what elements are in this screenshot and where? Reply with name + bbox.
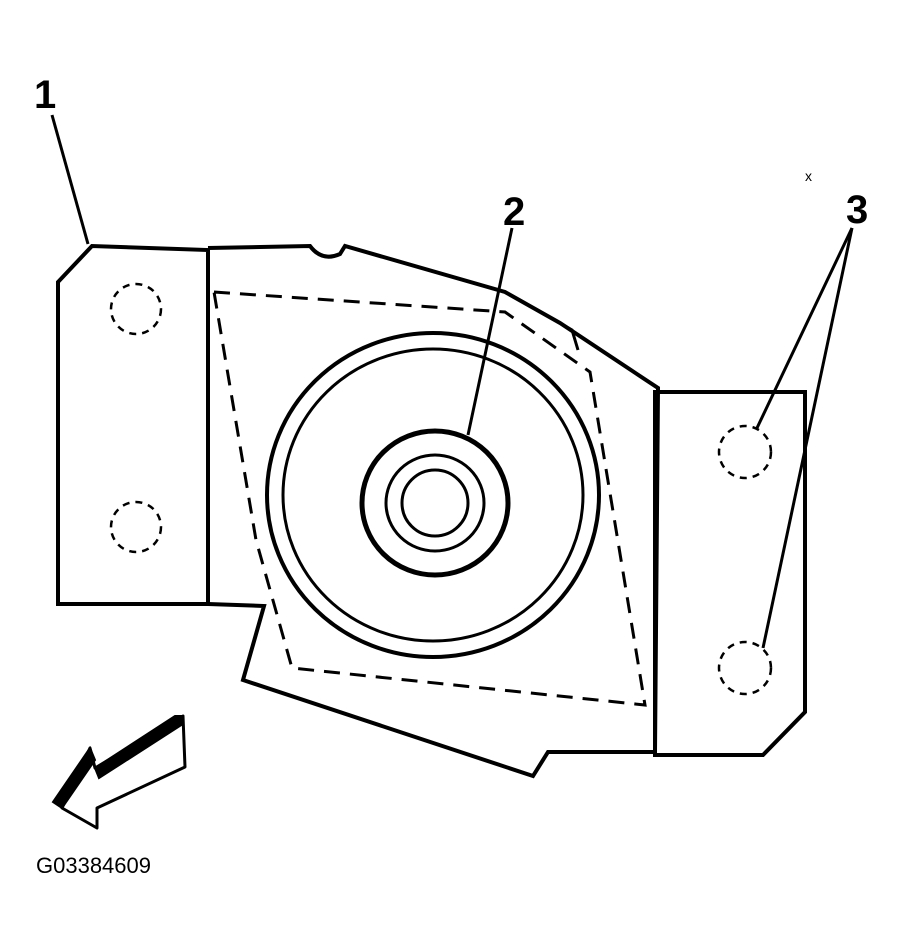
- right-bracket: [653, 390, 807, 757]
- isolator-outer-ring: [265, 331, 601, 659]
- view-direction-arrow: [51, 714, 187, 830]
- leader-lines: [50, 114, 854, 649]
- left-upper-bolt-hole: [109, 282, 163, 336]
- stray-mark: x: [805, 168, 812, 184]
- figure-id: G03384609: [36, 853, 151, 878]
- leader-3b: [761, 227, 854, 649]
- left-bracket: [56, 243, 210, 606]
- leader-3a: [755, 227, 854, 429]
- leader-2: [466, 227, 514, 436]
- callout-1: 1: [34, 73, 56, 117]
- left-lower-bolt-hole: [109, 500, 163, 554]
- rubber-isolator: [265, 331, 601, 659]
- leader-1: [50, 114, 90, 245]
- isolator-inner-ring: [281, 347, 585, 643]
- callout-3: 3: [846, 188, 868, 232]
- right-lower-bolt-hole: [717, 640, 773, 696]
- isolator-hub-inner: [400, 468, 470, 538]
- right-upper-bolt-hole: [717, 424, 773, 480]
- isolator-hub-outer: [359, 428, 511, 578]
- mount-body: [207, 243, 661, 779]
- isolator-hub-middle: [384, 453, 486, 553]
- callout-2: 2: [503, 190, 525, 234]
